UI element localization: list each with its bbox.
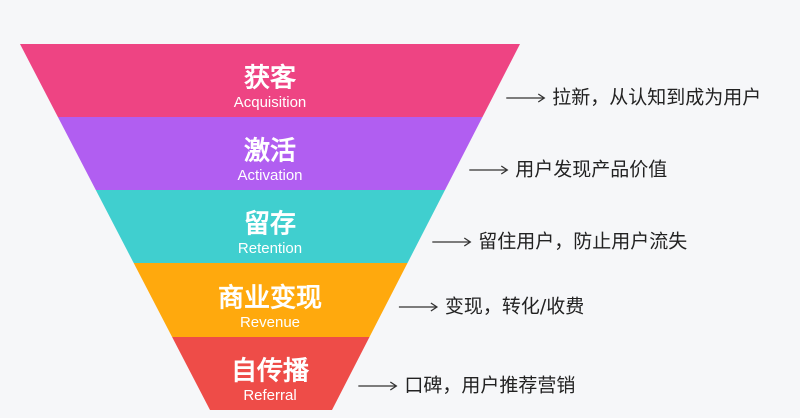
stage-title: 自传播 — [231, 356, 310, 387]
stage-subtitle: Referral — [243, 387, 296, 404]
stage-description: 变现，转化/收费 — [445, 296, 584, 318]
arrow-icon — [398, 302, 439, 312]
stage-title: 激活 — [244, 136, 296, 167]
funnel-layer-retention — [95, 190, 446, 263]
stage-description: 留住用户，防止用户流失 — [478, 231, 687, 253]
stage-title: 获客 — [244, 63, 297, 94]
arrow-icon — [506, 93, 546, 103]
stage-subtitle: Retention — [238, 240, 302, 257]
funnel-layer-referral — [172, 337, 370, 410]
arrow-icon — [358, 381, 398, 391]
funnel-layer-activation — [57, 117, 483, 190]
stage-subtitle: Acquisition — [234, 94, 307, 111]
funnel-layer-acquisition — [20, 44, 520, 117]
stage-subtitle: Activation — [237, 167, 302, 184]
stage-description: 用户发现产品价值 — [515, 159, 667, 181]
stage-title: 商业变现 — [218, 283, 322, 314]
funnel-annotations: 拉新，从认知到成为用户用户发现产品价值留住用户，防止用户流失变现，转化/收费口碑… — [358, 87, 761, 397]
stage-title: 留存 — [244, 210, 296, 240]
stage-description: 拉新，从认知到成为用户 — [552, 87, 761, 109]
arrow-icon — [469, 165, 509, 175]
arrow-icon — [432, 237, 472, 247]
stage-subtitle: Revenue — [240, 314, 300, 331]
stage-description: 口碑，用户推荐营销 — [404, 375, 575, 397]
funnel-layer-revenue — [133, 263, 408, 337]
